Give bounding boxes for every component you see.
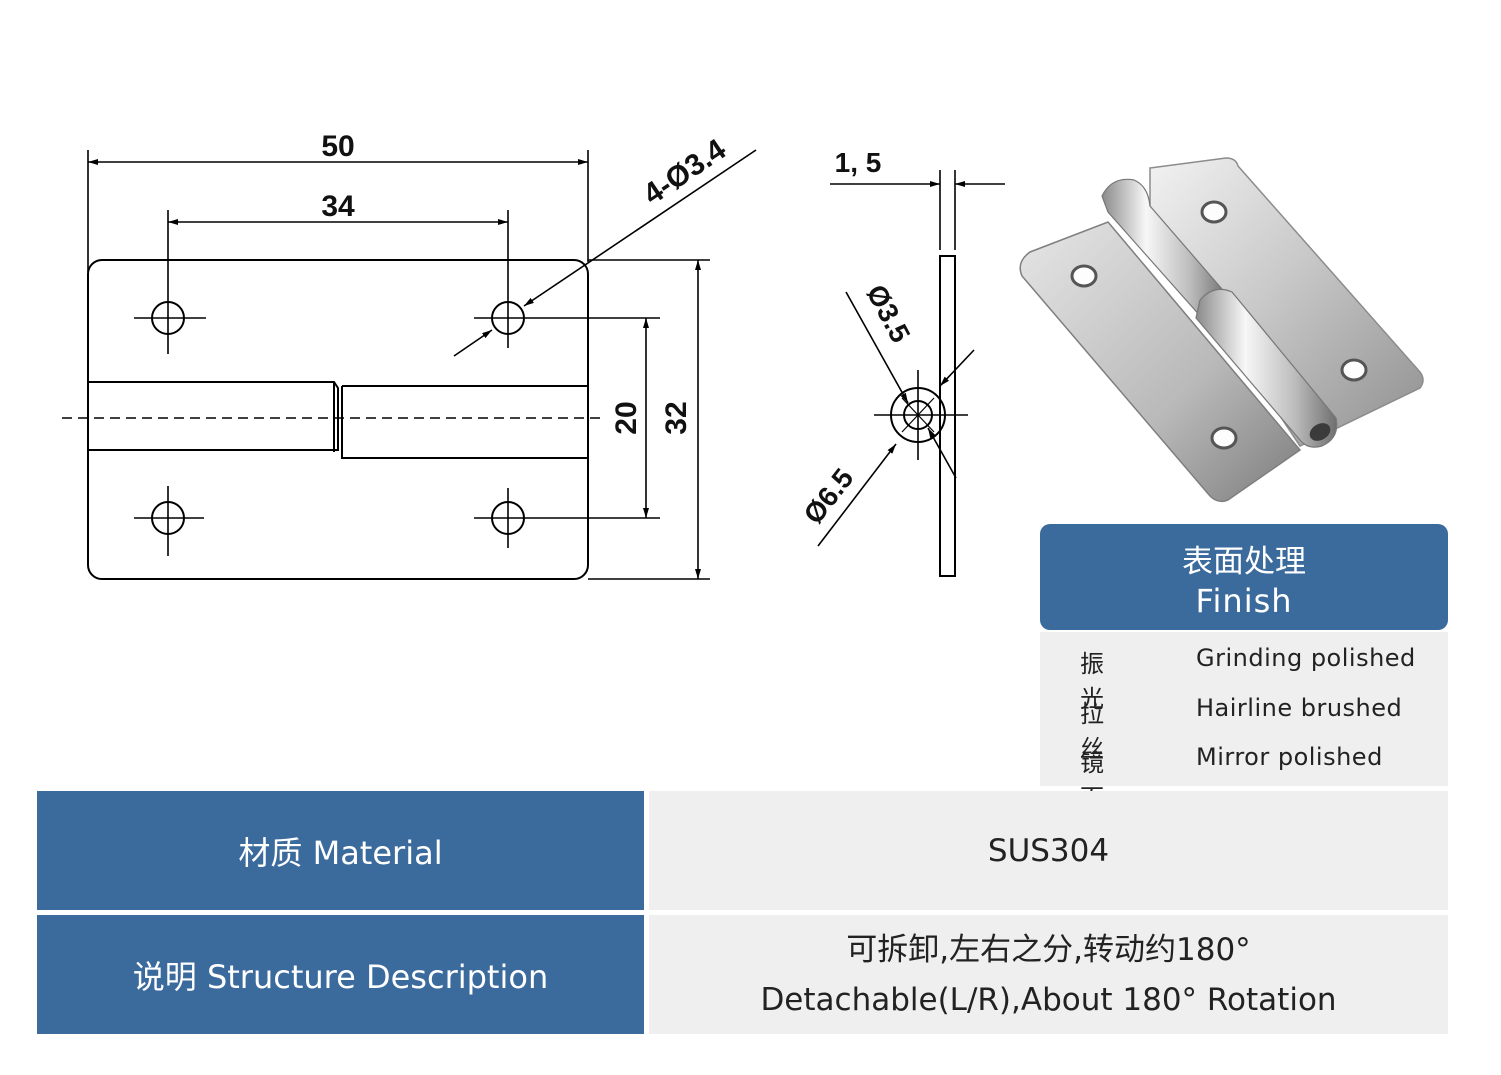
- structure-value-en: Detachable(L/R),About 180° Rotation: [760, 981, 1337, 1018]
- dim-knuckle-dia-label: Ø6.5: [798, 463, 860, 530]
- finish-header: 表面处理 Finish: [1040, 524, 1448, 630]
- dim-hole-spec-label: 4-Ø3.4: [637, 133, 732, 212]
- knuckle-right: [333, 382, 588, 459]
- material-label-cell: 材质 Material: [37, 791, 644, 910]
- finish-title-en: Finish: [1195, 582, 1293, 620]
- dim-height-label: 32: [660, 401, 693, 434]
- finish-option-en: Mirror polished: [1196, 743, 1383, 771]
- finish-title-zh: 表面处理: [1182, 544, 1306, 580]
- structure-label-cell: 说明 Structure Description: [37, 915, 644, 1034]
- hinge-pin-end: [1309, 423, 1331, 441]
- hole-bottom-left: [134, 486, 204, 556]
- photo-hole-3: [1340, 358, 1368, 382]
- front-view: [62, 149, 757, 580]
- material-value: SUS304: [987, 832, 1110, 869]
- dim-width-label: 50: [321, 130, 354, 163]
- material-value-cell: SUS304: [649, 791, 1448, 910]
- finish-option-zh: 拉丝: [1080, 700, 1104, 763]
- dim-pin-dia-label: Ø3.5: [860, 279, 916, 347]
- hole-leader: [523, 149, 757, 307]
- finish-option-en: Hairline brushed: [1196, 694, 1403, 722]
- hinge-barrel-bottom: [1195, 288, 1338, 448]
- structure-label: 说明 Structure Description: [132, 957, 549, 996]
- material-label: 材质 Material: [238, 833, 443, 872]
- technical-drawing: 50 34 4-Ø3.4 20 32 1, 5 Ø3.5 Ø6.5: [62, 130, 1424, 580]
- structure-value-cell: 可拆卸,左右之分,转动约180° Detachable(L/R),About 1…: [649, 915, 1448, 1034]
- structure-value-zh: 可拆卸,左右之分,转动约180°: [846, 931, 1251, 968]
- dim-thickness-label: 1, 5: [835, 147, 882, 178]
- knuckle-left: [88, 381, 339, 451]
- photo-hole-2: [1070, 264, 1098, 288]
- hinge-photo: [1019, 157, 1424, 503]
- side-view: [817, 170, 1005, 577]
- hole-top-right: [474, 296, 660, 348]
- finish-option-zh: 振光: [1080, 650, 1104, 713]
- hinge-barrel-top: [1101, 178, 1229, 319]
- photo-hole-4: [1210, 426, 1238, 450]
- knuckle-leader: [817, 443, 897, 547]
- dim-pitch-x-label: 34: [321, 190, 355, 223]
- side-plate: [939, 255, 956, 577]
- finish-option-en: Grinding polished: [1196, 644, 1416, 672]
- finish-options: 振光 Grinding polished 拉丝 Hairline brushed…: [1040, 632, 1448, 882]
- hole-top-left: [134, 296, 206, 354]
- photo-hole-1: [1200, 200, 1228, 224]
- hole-bottom-right: [474, 488, 660, 548]
- dim-pitch-y-label: 20: [610, 401, 643, 434]
- plate-outline: [87, 259, 589, 580]
- pin-leader: [845, 291, 909, 404]
